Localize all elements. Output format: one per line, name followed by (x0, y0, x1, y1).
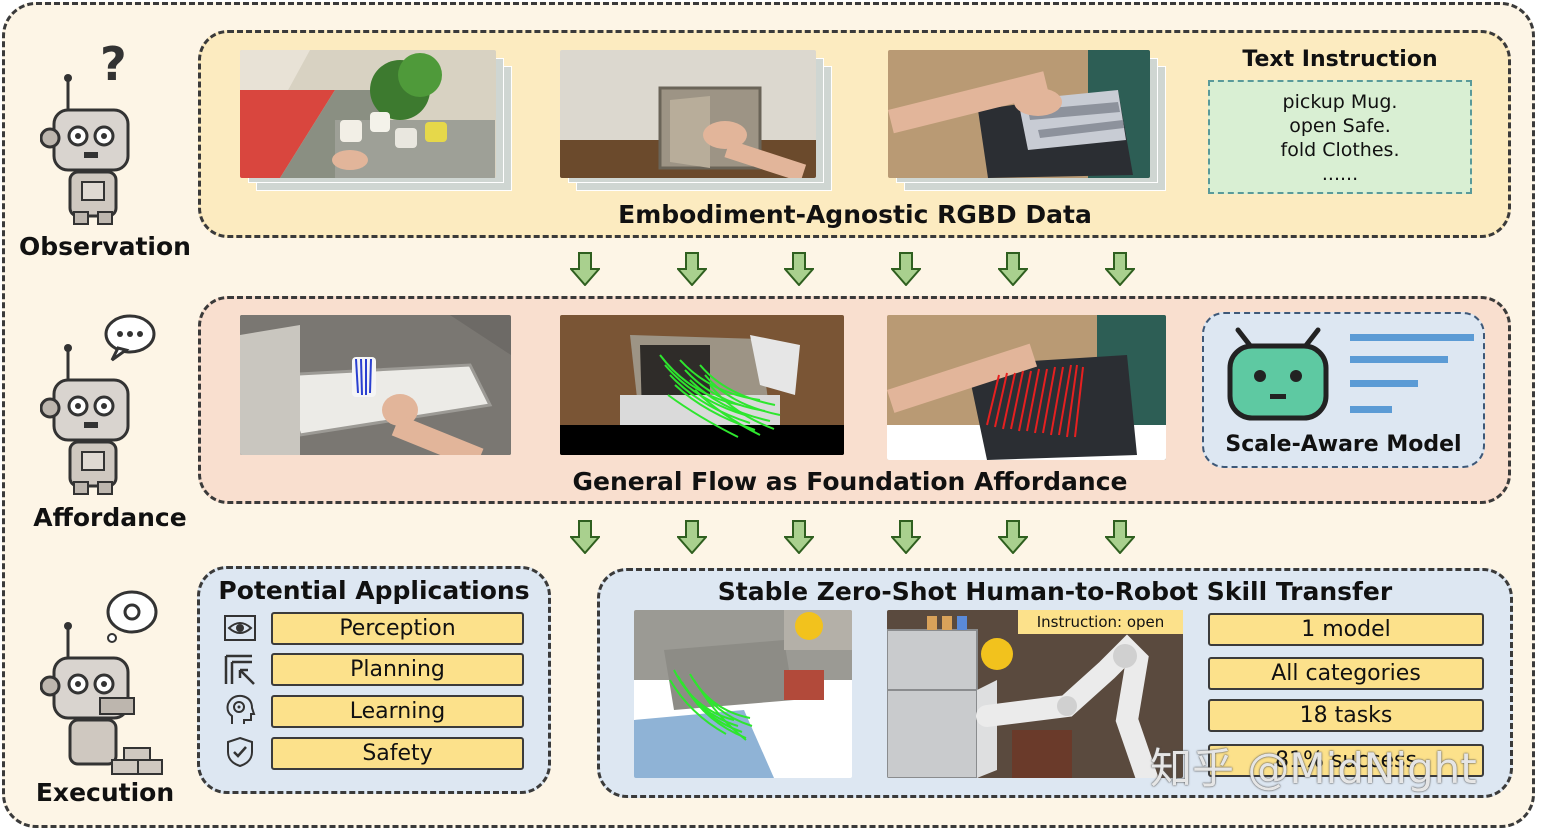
stage-label-observation: Observation (19, 232, 191, 261)
application-pill-safety: Safety (271, 737, 524, 770)
eye-icon (224, 615, 256, 641)
stat-pill-tasks: 18 tasks (1208, 699, 1484, 732)
question-mark-icon: ? (100, 40, 127, 91)
down-arrow-icon (784, 520, 814, 554)
applications-panel-title: Potential Applications (218, 576, 530, 605)
execution-robot-icon (40, 590, 163, 775)
down-arrow-icon (570, 520, 600, 554)
flow-photo-clothes (887, 315, 1166, 460)
text-lines-icon (1350, 334, 1474, 413)
down-arrow-icon (677, 520, 707, 554)
stage-label-affordance: Affordance (33, 503, 187, 532)
instruction-overlay-badge: Instruction: open (1018, 610, 1183, 634)
down-arrow-icon (891, 252, 921, 286)
watermark: 知乎 @MidNight (1150, 744, 1477, 793)
instruction-line: pickup Mug. (1282, 91, 1398, 113)
stat-pill-categories: All categories (1208, 657, 1484, 690)
bricks-icon (99, 697, 163, 775)
down-arrow-icon (1105, 520, 1135, 554)
instruction-line: fold Clothes. (1280, 139, 1400, 161)
application-pill-learning: Learning (271, 695, 524, 728)
route-icon (224, 654, 255, 685)
down-arrow-icon (1105, 252, 1135, 286)
stat-pill-success: 81% success (1208, 744, 1484, 777)
affordance-robot-icon (40, 314, 156, 495)
speech-bubble-icon (104, 314, 156, 362)
scale-aware-model-label: Scale-Aware Model (1225, 432, 1462, 457)
down-arrow-icon (570, 252, 600, 286)
rgbd-photo-safe (560, 50, 816, 178)
skill-photo-robot-fridge (887, 610, 1183, 778)
observation-robot-icon: ? (40, 40, 130, 225)
skill-transfer-panel-title: Stable Zero-Shot Human-to-Robot Skill Tr… (717, 577, 1393, 606)
rgbd-photo-mugs (240, 50, 496, 178)
down-arrow-icon (891, 520, 921, 554)
text-instruction-title: Text Instruction (1242, 47, 1438, 72)
thought-bubble-icon (106, 590, 158, 643)
instruction-line: open Safe. (1289, 115, 1391, 137)
down-arrow-icon (677, 252, 707, 286)
stage-label-execution: Execution (35, 778, 175, 807)
skill-photo-flow (634, 610, 852, 778)
flow-photo-safe (560, 315, 844, 455)
flow-photo-drawer (240, 315, 511, 455)
down-arrow-icon (784, 252, 814, 286)
application-pill-planning: Planning (271, 653, 524, 686)
brain-head-icon (226, 694, 256, 724)
model-robot-icon (1227, 327, 1474, 421)
stat-pill-models: 1 model (1208, 613, 1484, 646)
down-arrow-icon (998, 520, 1028, 554)
down-arrow-icon (998, 252, 1028, 286)
instruction-line: ...... (1321, 163, 1359, 185)
affordance-panel-title: General Flow as Foundation Affordance (572, 467, 1128, 496)
rgbd-photo-clothes (888, 50, 1150, 178)
text-instruction-box: pickup Mug. open Safe. fold Clothes. ...… (1208, 80, 1472, 194)
application-pill-perception: Perception (271, 612, 524, 645)
observation-panel-title: Embodiment-Agnostic RGBD Data (618, 200, 1092, 229)
shield-check-icon (227, 736, 253, 768)
